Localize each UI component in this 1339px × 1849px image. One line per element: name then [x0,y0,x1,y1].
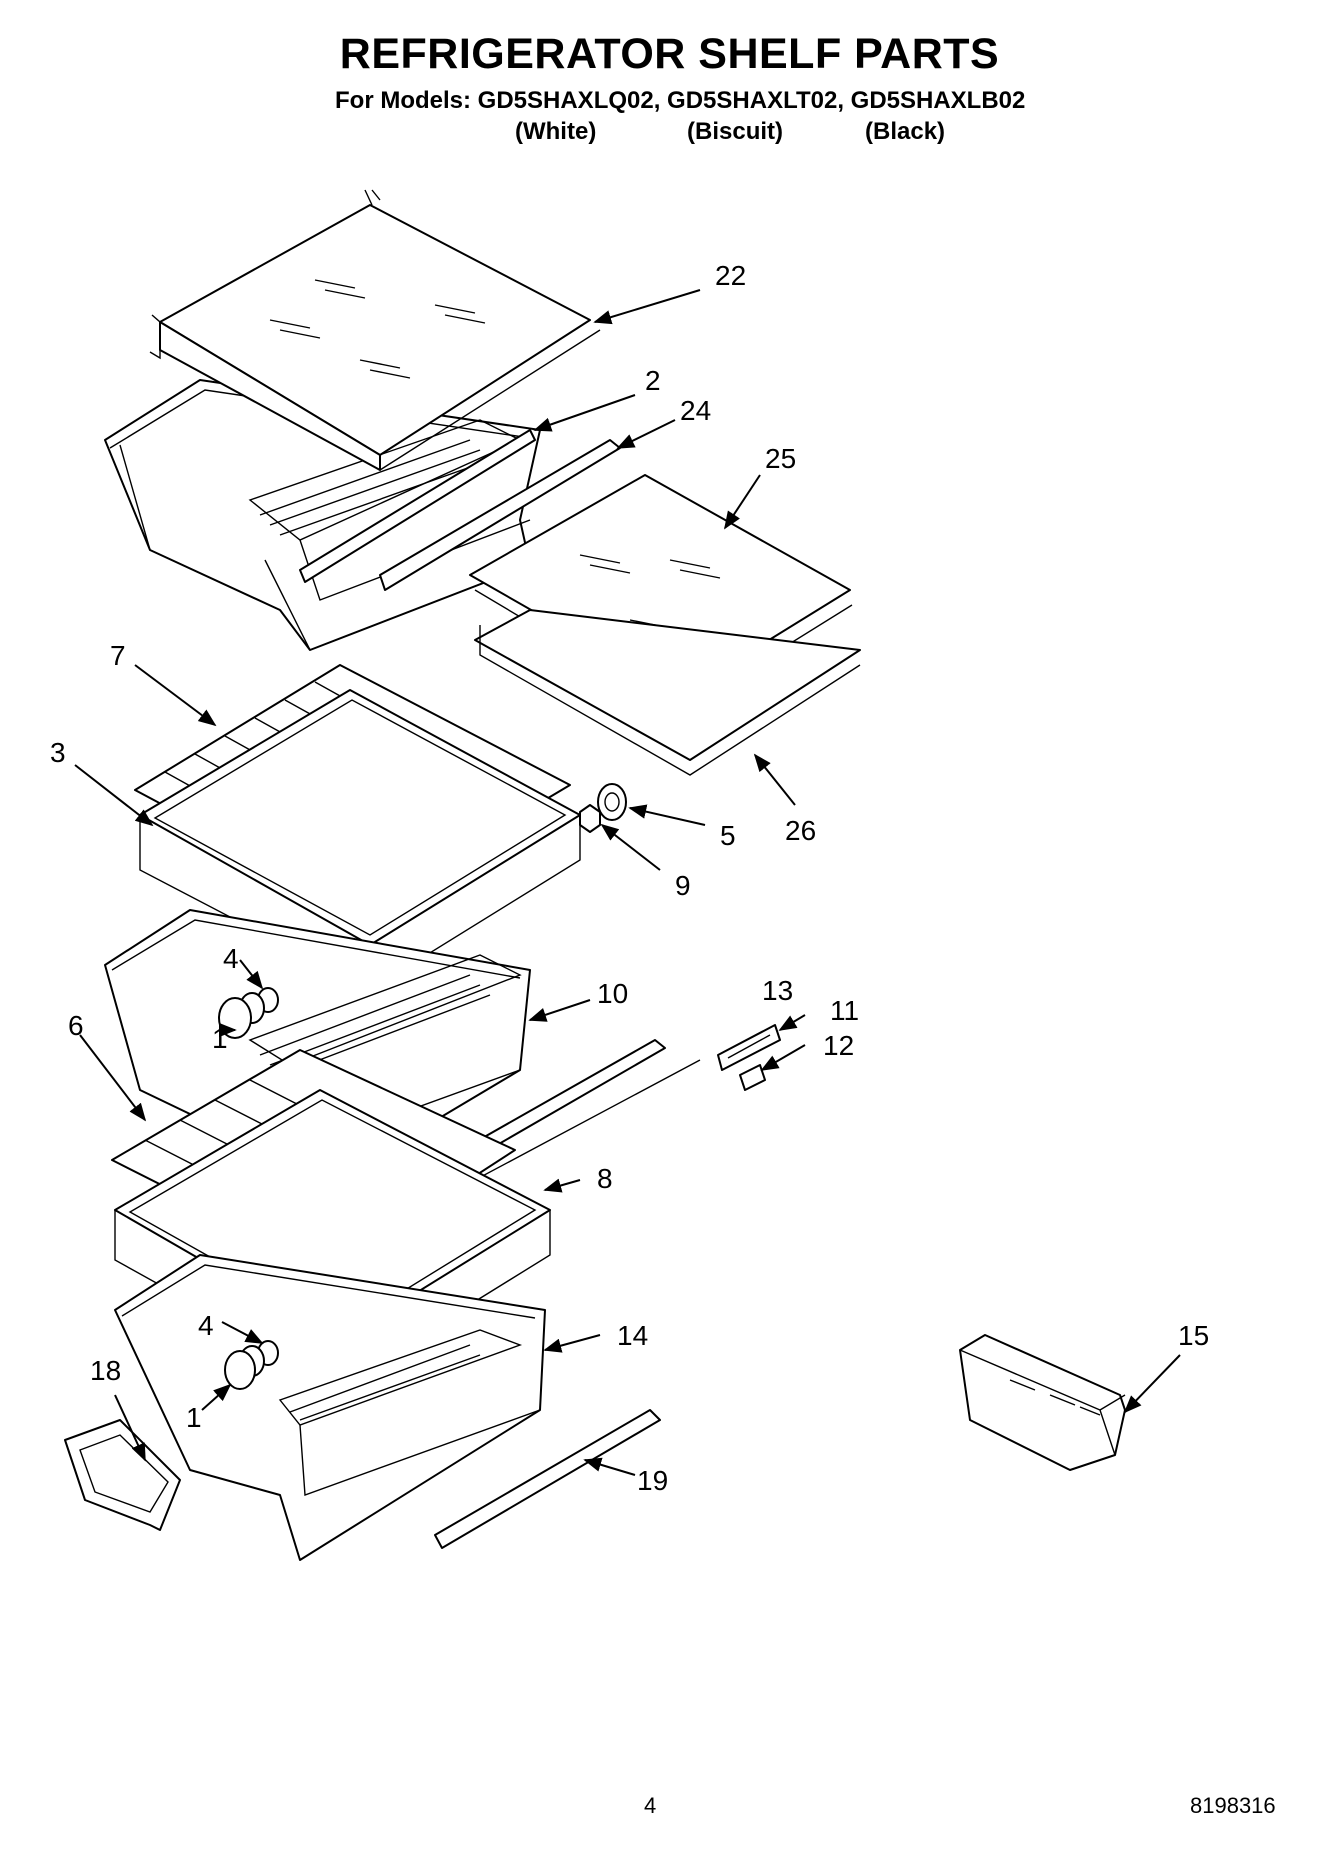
callout-8: 8 [597,1163,613,1194]
label-plate-18 [64,1419,181,1531]
callout-14: 14 [617,1320,648,1351]
callout-26: 26 [785,815,816,846]
leader-24 [616,419,676,449]
callout-5: 5 [720,820,736,851]
trim-strip-19 [434,1409,661,1549]
leader-9 [600,823,661,871]
callout-3: 3 [50,737,66,768]
shelf-frame-26 [474,609,861,776]
leader-7 [134,664,217,727]
models-line: For Models: GD5SHAXLQ02, GD5SHAXLT02, GD… [335,87,1026,114]
callout-2: 2 [645,365,661,396]
glass-shelf-22 [149,189,601,471]
leader-6 [79,1034,147,1122]
callout-4-middle: 4 [223,943,239,974]
door-bin-15 [959,1334,1126,1471]
leader-25 [724,474,761,530]
leader-5 [628,804,706,826]
wheel-5 [597,783,627,821]
callout-24: 24 [680,395,711,426]
leader-4b [221,1321,264,1344]
leader-22 [593,289,701,325]
callout-22: 22 [715,260,746,291]
leader-3 [74,764,154,827]
callout-11: 11 [830,995,859,1026]
leader-8 [543,1178,581,1193]
leader-11 [778,1014,806,1031]
leader-26 [753,753,796,806]
leader-18 [114,1394,146,1462]
callout-13: 13 [762,975,793,1006]
document-number: 8198316 [1190,1793,1276,1818]
page-number: 4 [644,1793,657,1818]
page-title: REFRIGERATOR SHELF PARTS [339,30,1000,78]
callout-10: 10 [597,978,628,1009]
clip-11 [717,1024,781,1071]
leader-1b [201,1383,232,1411]
leader-10 [528,999,591,1022]
callout-1-middle: 1 [212,1023,228,1054]
leader-14 [543,1334,601,1353]
variant-white: (White) [515,118,597,145]
variant-biscuit: (Biscuit) [687,118,783,145]
knob-set-bottom [224,1340,279,1390]
leader-15 [1123,1354,1181,1414]
callout-15: 15 [1178,1320,1209,1351]
callout-6: 6 [68,1010,84,1041]
callout-7: 7 [110,640,126,671]
callout-12: 12 [823,1030,854,1061]
callout-25: 25 [765,443,796,474]
crisper-pan-14 [114,1254,546,1561]
leader-12 [760,1044,806,1071]
callout-4-bottom: 4 [198,1310,214,1341]
nut-9 [579,804,601,833]
callout-1-bottom: 1 [186,1402,202,1433]
variant-black: (Black) [865,118,946,145]
callout-18: 18 [90,1355,121,1386]
callout-9: 9 [675,870,691,901]
callout-19: 19 [637,1465,668,1496]
front-trim-2 [299,429,536,583]
leader-19 [583,1457,636,1476]
clip-12 [739,1064,766,1091]
leader-4a [239,959,264,990]
leader-2 [533,394,636,432]
